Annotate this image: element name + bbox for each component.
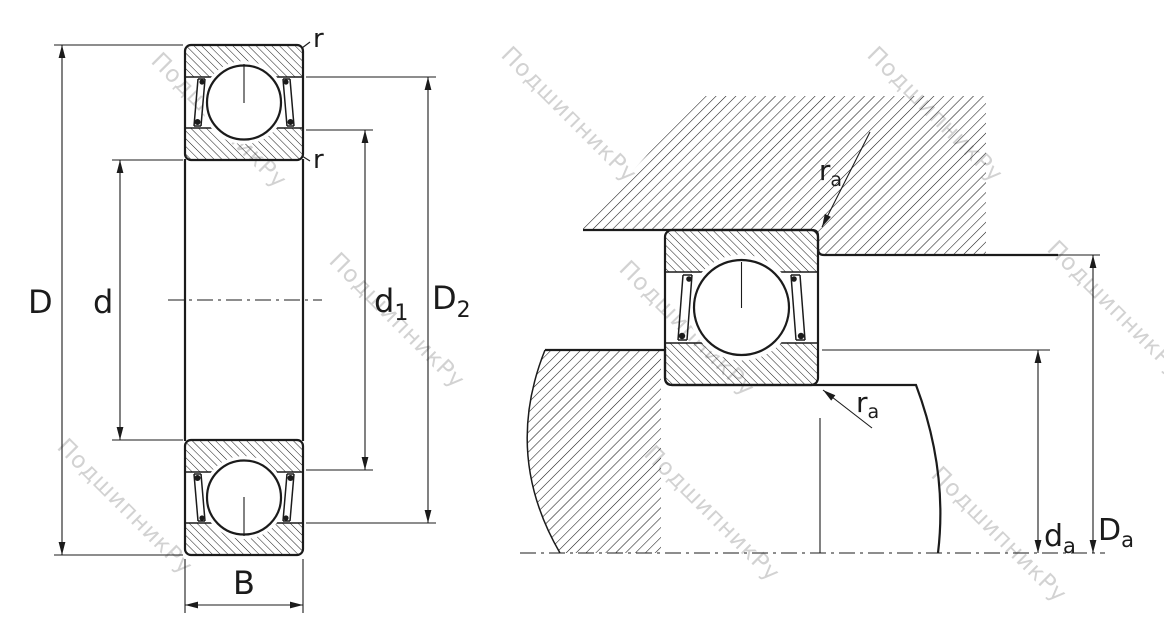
- dim-label-ra-top: ra: [819, 154, 842, 191]
- seal-lip: [194, 119, 201, 125]
- dim-label-ra-bottom: ra: [856, 386, 879, 423]
- seal-line: [790, 274, 797, 341]
- dim-label-B: B: [233, 564, 255, 602]
- seal-line: [193, 473, 199, 522]
- dim-label-da: da: [1044, 519, 1076, 558]
- seal-left: [193, 473, 206, 522]
- seal-line: [677, 274, 684, 341]
- housing-hatch: [583, 96, 986, 255]
- seal-anchor: [283, 515, 289, 521]
- seal-line: [193, 78, 199, 127]
- seal-lip: [194, 475, 201, 481]
- seal-anchor: [283, 79, 289, 85]
- seal-lip: [287, 119, 294, 125]
- seal-anchor: [199, 515, 205, 521]
- ring-section-outline: [663, 228, 820, 387]
- dim-label-d: d: [93, 283, 113, 321]
- seal-lip: [678, 332, 686, 340]
- seal-lip: [797, 332, 805, 340]
- dim-label-r-top: r: [313, 24, 324, 54]
- leader-line: [301, 155, 311, 162]
- seal-line: [799, 274, 806, 341]
- bearing-section-bottom: [183, 438, 305, 557]
- seal-left: [193, 78, 206, 127]
- watermark-text: ПодшипникРу: [1042, 236, 1164, 382]
- leader-line: [301, 41, 311, 49]
- ring-section-outline: [183, 438, 305, 557]
- seal-line: [200, 473, 206, 522]
- right-view-mounting-section: ra ra da Da: [520, 96, 1134, 558]
- dim-r-top: r: [301, 24, 324, 54]
- seal-line: [200, 78, 206, 127]
- ball: [692, 258, 791, 357]
- seal-line: [289, 78, 295, 127]
- seal-line: [686, 274, 693, 341]
- ring-section-outline: [183, 43, 305, 162]
- seal-lip: [287, 475, 294, 481]
- bearing-section-top: [183, 43, 305, 162]
- leader-line: [821, 131, 871, 228]
- seal-anchor: [199, 79, 205, 85]
- shaft-right-outline: [818, 383, 942, 554]
- dim-label-r-bottom: r: [313, 145, 324, 175]
- dim-label-d1: d1: [374, 282, 408, 326]
- seal-anchor: [686, 276, 692, 282]
- seal-line: [282, 78, 288, 127]
- shaft-break-line: [526, 349, 561, 554]
- seal-right: [282, 78, 295, 127]
- watermark-text: ПодшипникРу: [496, 42, 642, 188]
- dim-r-bottom: r: [301, 145, 324, 175]
- seal-anchor: [791, 276, 797, 282]
- dim-D: D: [28, 44, 183, 556]
- dim-d: d: [93, 159, 183, 441]
- dim-D2: D2: [306, 76, 471, 524]
- shaft-hatch: [527, 350, 661, 553]
- bearing-section-mounted: [663, 228, 820, 387]
- seal-right: [790, 274, 806, 341]
- dim-d1: d1: [306, 129, 408, 471]
- watermark-text: ПодшипникРу: [52, 434, 198, 580]
- seal-line: [282, 473, 288, 522]
- leader-line: [822, 389, 873, 429]
- dim-label-D2: D2: [432, 279, 471, 323]
- dim-label-Da: Da: [1098, 513, 1134, 552]
- dim-ra-bottom: ra: [822, 386, 879, 429]
- seal-left: [677, 274, 693, 341]
- dim-da: da: [822, 349, 1076, 558]
- left-view-bearing-section: D d d1 D2 B: [28, 24, 471, 613]
- seal-right: [282, 473, 295, 522]
- dim-B: B: [184, 559, 304, 613]
- dim-Da: Da: [1056, 254, 1134, 553]
- seal-line: [289, 473, 295, 522]
- dim-label-D: D: [28, 283, 53, 321]
- dim-ra-top: ra: [819, 131, 871, 228]
